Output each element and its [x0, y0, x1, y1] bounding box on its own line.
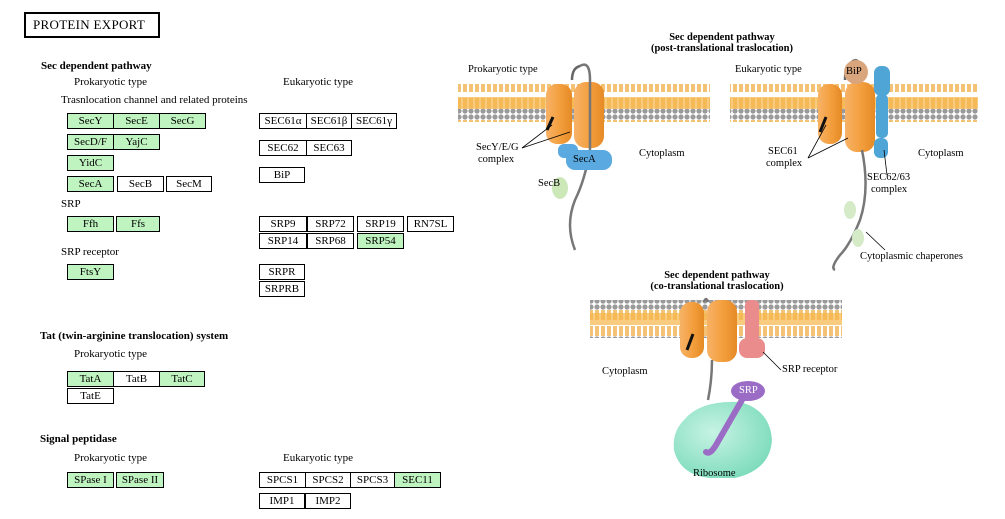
eukaryotic-label: Eukaryotic type	[283, 76, 353, 88]
chaperone-shape-2	[852, 229, 864, 247]
gene-yidc[interactable]: YidC	[67, 155, 114, 171]
secyeg-label-1: SecY/E/G	[476, 142, 519, 153]
gene-tate[interactable]: TatE	[67, 388, 114, 404]
gene-spase2[interactable]: SPase II	[116, 472, 164, 488]
tat-prokaryotic-label: Prokaryotic type	[74, 348, 148, 360]
gene-sec62[interactable]: SEC62	[259, 140, 307, 156]
gene-secy[interactable]: SecY	[67, 113, 114, 129]
gene-srp9[interactable]: SRP9	[259, 216, 307, 232]
srp-receptor-shape	[739, 300, 765, 358]
secb-shape	[552, 177, 568, 199]
sec6263-label-1: SEC62/63	[867, 172, 911, 183]
sec61-complex	[818, 58, 875, 272]
seca-shape	[558, 144, 612, 170]
chaperone-shape-1	[844, 201, 856, 219]
diagram-prokaryotic-label: Prokaryotic type	[468, 64, 538, 75]
sec-pathway-heading: Sec dependent pathway	[41, 60, 152, 72]
gene-ffs[interactable]: Ffs	[116, 216, 160, 232]
gene-srprb[interactable]: SRPRB	[259, 281, 305, 297]
gene-sece[interactable]: SecE	[113, 113, 160, 129]
sp-eukaryotic-label: Eukaryotic type	[283, 452, 353, 464]
post-title-line1: Sec dependent pathway	[669, 32, 775, 43]
sec6263-label-2: complex	[871, 184, 908, 195]
gene-sec11[interactable]: SEC11	[394, 472, 441, 488]
seca-label: SecA	[573, 154, 596, 165]
gene-sec63[interactable]: SEC63	[306, 140, 352, 156]
srp-label: SRP	[61, 198, 81, 210]
cytoplasm-label-c: Cytoplasm	[602, 366, 648, 377]
gene-secm[interactable]: SecM	[166, 176, 212, 192]
srp-diagram-label: SRP	[739, 385, 758, 396]
gene-rn7sl[interactable]: RN7SL	[407, 216, 454, 232]
sec6263-shape	[874, 66, 890, 158]
gene-yajc[interactable]: YajC	[113, 134, 160, 150]
gene-imp1[interactable]: IMP1	[259, 493, 305, 509]
gene-ftsy[interactable]: FtsY	[67, 264, 114, 280]
gene-sec61g[interactable]: SEC61γ	[351, 113, 397, 129]
bip-shape	[844, 60, 868, 84]
gene-srp14[interactable]: SRP14	[259, 233, 307, 249]
gene-srp72[interactable]: SRP72	[307, 216, 354, 232]
srp-shape	[703, 381, 765, 456]
co-title-line2: (co-translational traslocation)	[650, 281, 784, 292]
gene-srp19[interactable]: SRP19	[357, 216, 404, 232]
gene-spase1[interactable]: SPase I	[67, 472, 114, 488]
gene-srpr[interactable]: SRPR	[259, 264, 305, 280]
cotrans-channel	[680, 297, 737, 401]
sec61-label-2: complex	[766, 158, 803, 169]
sec61-label-1: SEC61	[768, 146, 798, 157]
secb-label: SecB	[538, 178, 561, 189]
ribosome-label: Ribosome	[693, 468, 736, 479]
signal-peptidase-heading: Signal peptidase	[40, 433, 117, 445]
gene-tatb[interactable]: TatB	[113, 371, 160, 387]
co-title-line1: Sec dependent pathway	[664, 270, 770, 281]
bip-label: BiP	[846, 66, 862, 77]
gene-tatc[interactable]: TatC	[159, 371, 205, 387]
gene-secg[interactable]: SecG	[159, 113, 206, 129]
tat-heading: Tat (twin-arginine translocation) system	[40, 330, 229, 342]
cytoplasm-label-a: Cytoplasm	[639, 148, 685, 159]
gene-srp68[interactable]: SRP68	[307, 233, 354, 249]
gene-spcs3[interactable]: SPCS3	[350, 472, 395, 488]
gene-sec61a[interactable]: SEC61α	[259, 113, 307, 129]
secyeg-label-2: complex	[478, 154, 515, 165]
gene-secb[interactable]: SecB	[117, 176, 164, 192]
diagram-eukaryotic-label: Eukaryotic type	[735, 64, 802, 75]
post-title-line2: (post-translational traslocation)	[650, 43, 794, 54]
gene-imp2[interactable]: IMP2	[305, 493, 351, 509]
srp-receptor-diagram-label: SRP receptor	[782, 364, 838, 375]
page-title: PROTEIN EXPORT	[24, 12, 160, 38]
gene-secdf[interactable]: SecD/F	[67, 134, 114, 150]
secyeg-complex	[545, 63, 604, 251]
gene-srp54[interactable]: SRP54	[357, 233, 404, 249]
prokaryotic-label: Prokaryotic type	[74, 76, 148, 88]
gene-seca[interactable]: SecA	[67, 176, 114, 192]
ribosome-shape	[673, 401, 772, 478]
sp-prokaryotic-label: Prokaryotic type	[74, 452, 148, 464]
chaperones-label: Cytoplasmic chaperones	[860, 251, 963, 262]
gene-ffh[interactable]: Ffh	[67, 216, 114, 232]
channel-label: Trasnlocation channel and related protei…	[61, 94, 248, 106]
cytoplasm-label-b: Cytoplasm	[918, 148, 964, 159]
gene-bip[interactable]: BiP	[259, 167, 305, 183]
srp-receptor-label: SRP receptor	[61, 246, 119, 258]
